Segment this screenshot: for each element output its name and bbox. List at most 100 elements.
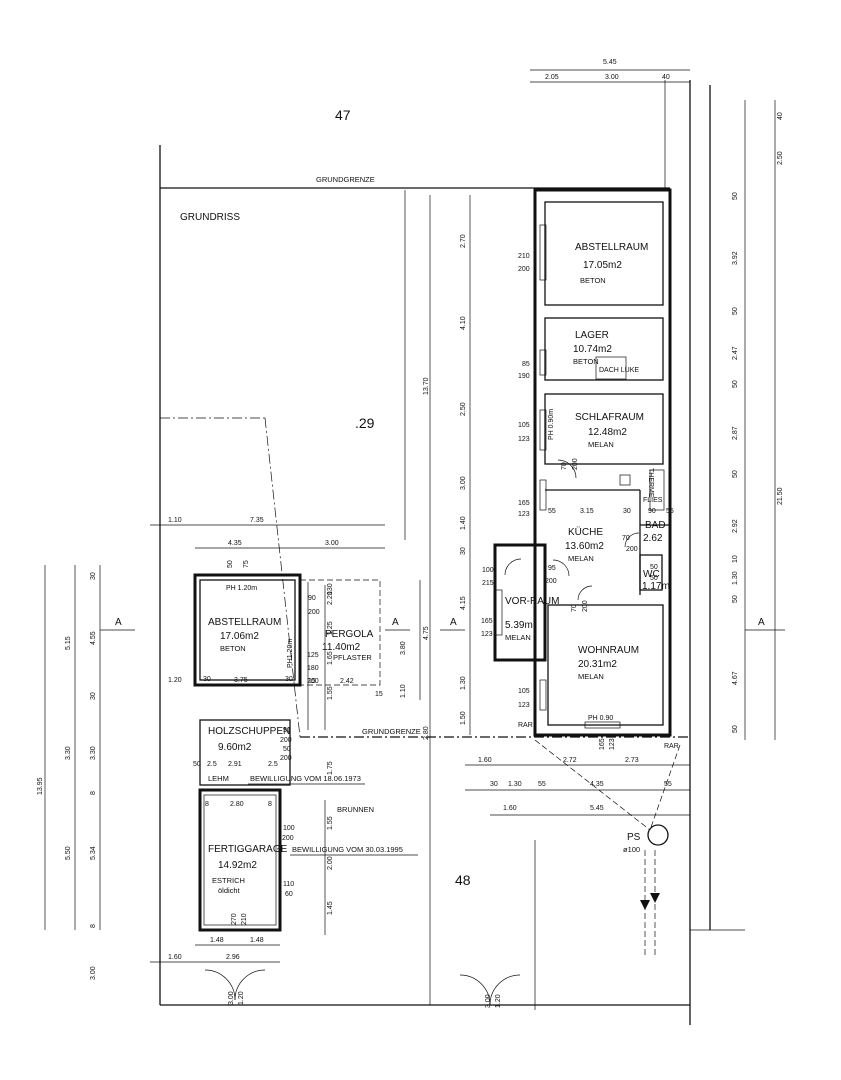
room-fertiggarage-floor2: öldicht [218,886,241,895]
boundary-label-bottom: GRUNDGRENZE [362,727,421,736]
room-bad-area: 2.62 [643,533,663,544]
dim-d200b: 200 [307,678,319,685]
dim-right-j: 2.92 [732,519,739,533]
room-abstellraum-main-name: ABSTELLRAUM [575,242,648,253]
dim-right-g: 50 [732,380,739,388]
dim-perg-110: 1.10 [400,684,407,698]
dim-o-210: 210 [518,253,530,260]
section-marker-a2: A [392,617,399,628]
dim-k-70b: 70 [622,535,630,542]
section-marker-a1: A [115,617,122,628]
room-pergola-area: 11.40m2 [322,642,361,653]
room-holzschuppen-floor: LEHM [208,774,229,783]
dim-right-b: 2.50 [777,151,784,165]
room-schlafraum-area: 12.48m2 [588,427,627,438]
dim-g-300a: 3.00 [228,991,235,1005]
dim-mid-155b: 1.55 [327,686,334,700]
dim-far-left-1395: 13.95 [37,777,44,795]
dim-hs-d50: 50 [283,746,291,753]
dim-w3: 4.35 [228,540,242,547]
dim-bad-50b: 50 [650,575,658,582]
room-fertiggarage-floor: ESTRICH [212,876,245,885]
dim-perg-280: 2.80 [423,726,430,740]
dim-left-d: 3.00 [460,476,467,490]
dim-o-200: 200 [518,266,530,273]
dim-perg-242: 2.42 [340,678,354,685]
dim-left-total: 13.70 [423,377,430,395]
dim-mid-175: 1.75 [327,761,334,775]
dim-o-165: 165 [518,500,530,507]
dim-o-123c: 123 [481,631,493,638]
dim-left-c: 2.50 [460,402,467,416]
dim-ph-20: PH1.20m [287,639,294,668]
note-rar-2: RAR [664,743,679,750]
room-lager-name: LAGER [575,330,609,341]
dim-right-k: 10 [732,555,739,563]
dim-g-210: 210 [241,913,248,925]
dim-perg-475: 4.75 [423,626,430,640]
room-holzschuppen-area: 9.60m2 [218,742,252,753]
dim-s-273: 2.73 [625,757,639,764]
dim-mid-200: 2.00 [327,856,334,870]
dim-o-165b: 165 [481,618,493,625]
room-vorraum-area: 5.39m [505,620,533,631]
dim-k-70a: 70 [561,462,568,470]
dim-right-h: 2.87 [732,426,739,440]
note-bewilligung-2: BEWILLIGUNG VOM 30.03.1995 [292,845,403,854]
dim-far-left-330a: 3.30 [65,746,72,760]
dim-left-b: 4.10 [460,316,467,330]
dim-k-95: 95 [548,565,556,572]
room-lager-note: DACH LUKE [599,367,639,374]
dim-right-a: 40 [777,112,784,120]
dim-w5: 75 [243,560,250,568]
dim-ph-090b: PH 0.90m [548,409,555,440]
dim-left-h: 1.30 [460,676,467,690]
dim-s-435: 4.35 [590,781,604,788]
dim-w2: 7.35 [250,517,264,524]
dim-s-130: 1.30 [508,781,522,788]
dim-d125: 125 [307,652,319,659]
dim-k-55a: 55 [548,508,556,515]
dim-mid-145: 1.45 [327,901,334,915]
dim-s-545: 5.45 [590,805,604,812]
room-wohnraum-name: WOHNRAUM [578,645,639,656]
dim-mid-125: 1.25 [327,621,334,635]
note-fliese: FLIES [643,497,663,504]
dim-o-190: 190 [518,373,530,380]
room-schlafraum-floor: MELAN [588,440,614,449]
room-holzschuppen-name: HOLZSCHUPPEN [208,726,290,737]
note-rar-1: RAR [518,722,533,729]
sewer-line [534,739,681,955]
dim-g-148a: 1.48 [210,937,224,944]
dim-g-270: 270 [231,913,238,925]
dim-far-left-330b: 3.30 [90,746,97,760]
dim-mid-165: 1.65 [327,651,334,665]
dim-hs-25a: 2.5 [207,761,217,768]
dim-right-f: 2.47 [732,346,739,360]
dim-right-d: 3.92 [732,251,739,265]
dim-ph-090: PH 0.90 [588,715,613,722]
dim-g-60: 60 [285,891,293,898]
dim-o-105b: 105 [518,688,530,695]
dim-top-total: 5.45 [603,59,617,66]
dim-right-total: 21.50 [777,487,784,505]
room-fertiggarage-name: FERTIGGARAGE [208,844,288,855]
dim-right-m: 50 [732,595,739,603]
dim-k-200b: 200 [626,546,638,553]
dim-mid-155: 1.55 [327,816,334,830]
section-marker-a4: A [758,617,765,628]
dim-o-123a: 123 [518,436,530,443]
dim-top-c: 40 [662,74,670,81]
parcel-number-south: 48 [455,872,471,888]
dim-abst-30b: 30 [285,676,293,683]
room-pergola-name: PERGOLA [325,629,374,640]
dim-o-85: 85 [522,361,530,368]
note-brunnen: BRUNNEN [337,805,374,814]
dim-ph-120: PH 1.20m [226,585,257,592]
dim-w4: 3.00 [325,540,339,547]
dim-s-272: 2.72 [563,757,577,764]
dim-g-300b: 3.00 [485,994,492,1008]
dim-g-8b: 8 [268,801,272,808]
dim-far-left-534: 5.34 [90,846,97,860]
room-abstellraum-west-name: ABSTELLRAUM [208,617,281,628]
